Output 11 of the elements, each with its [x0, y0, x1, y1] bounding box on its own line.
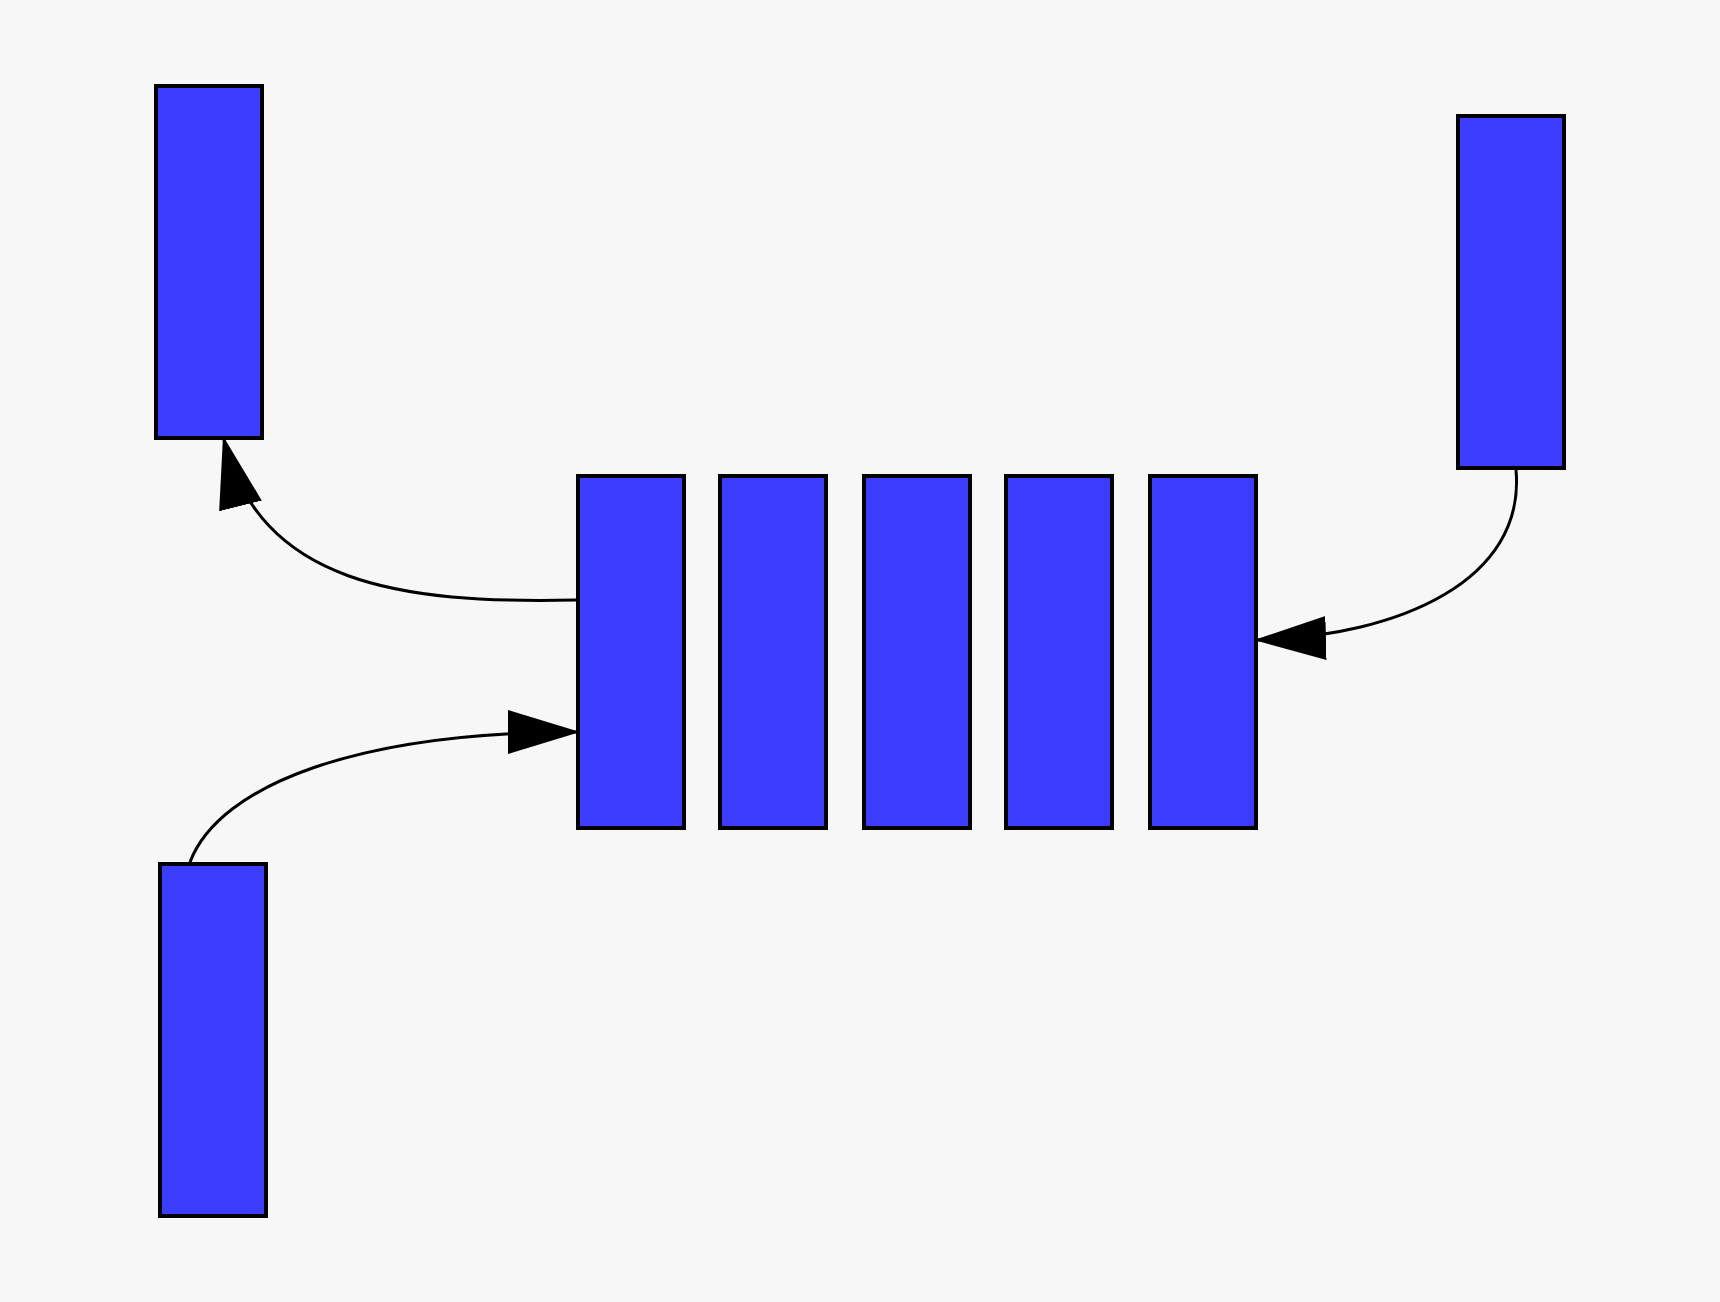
arrow: [1254, 470, 1518, 658]
bar: [154, 84, 264, 440]
bar: [1456, 114, 1566, 470]
arrow: [188, 711, 580, 863]
bar: [718, 474, 828, 830]
bar: [158, 862, 268, 1218]
arrow: [222, 436, 576, 602]
bar: [576, 474, 686, 830]
bar: [1148, 474, 1258, 830]
bar: [862, 474, 972, 830]
bar: [1004, 474, 1114, 830]
